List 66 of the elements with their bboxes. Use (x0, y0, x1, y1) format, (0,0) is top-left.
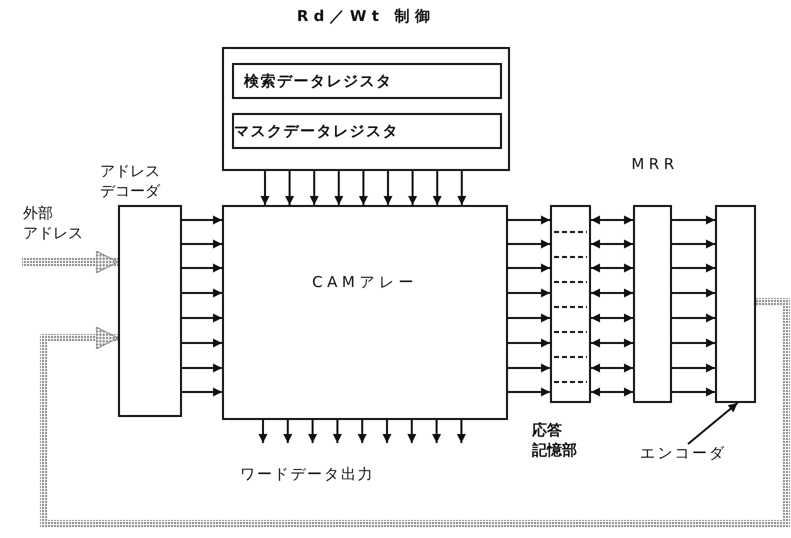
arrow (384, 171, 392, 205)
arrow (408, 171, 418, 205)
output-label: ワードデータ出力 (240, 464, 374, 484)
arrow (182, 338, 222, 348)
feedback-arrow (22, 250, 119, 274)
arrow (432, 171, 442, 205)
arrow (672, 288, 715, 298)
arrow (358, 171, 368, 205)
box-label: CAMアレー (311, 273, 419, 292)
box-label: 応答記憶部 (532, 421, 577, 460)
box-label: Rd／Wt 制御 (296, 7, 436, 26)
arrow (591, 240, 633, 248)
arrow (182, 288, 222, 298)
arrow (456, 420, 466, 443)
arrow (672, 364, 715, 372)
arrow (672, 216, 715, 224)
arrow (591, 338, 633, 348)
encoder-box (715, 205, 756, 403)
arrow (358, 420, 367, 443)
arrow (672, 388, 715, 396)
arrow (258, 420, 268, 443)
arrow (182, 216, 222, 224)
arrow (182, 314, 222, 322)
arrow (672, 240, 715, 248)
arrow (508, 216, 550, 224)
arrow (182, 240, 222, 248)
arrow (407, 420, 416, 443)
arrow (591, 216, 633, 224)
arrow (591, 288, 633, 298)
array-box (222, 205, 508, 420)
box-label: MRR (630, 155, 680, 174)
arrow (260, 171, 270, 205)
arrow (672, 264, 715, 272)
arrow (310, 171, 319, 205)
arrow (508, 288, 550, 298)
arrow (457, 171, 466, 205)
arrow (182, 264, 222, 272)
arrow (182, 364, 222, 372)
arrow (508, 240, 550, 248)
encoder-label: エンコーダ (640, 444, 726, 464)
arrow (591, 264, 633, 272)
arrow (591, 314, 633, 322)
arrow (508, 364, 550, 372)
arrow (508, 388, 550, 396)
box-label: アドレスデコーダ (100, 161, 162, 202)
arrow (672, 338, 715, 348)
arrow (332, 420, 342, 443)
arrow (182, 388, 222, 396)
arrow (508, 314, 550, 322)
box-label: 検索データレジスタ (244, 72, 392, 92)
arrow (432, 420, 442, 443)
arrow (334, 171, 344, 205)
input-label: 外部アドレス (22, 203, 83, 244)
arrow (591, 364, 633, 372)
arrow (308, 420, 318, 443)
arrow (508, 338, 550, 348)
register-box (232, 63, 502, 99)
arrow (508, 264, 550, 272)
arrow (672, 314, 715, 322)
register-box (232, 113, 502, 149)
leader-line (687, 402, 738, 445)
box-label: マスクデータレジスタ (234, 122, 399, 142)
arrow (382, 420, 392, 443)
arrow (285, 171, 294, 205)
arrow (591, 388, 633, 396)
arrow (283, 420, 292, 443)
